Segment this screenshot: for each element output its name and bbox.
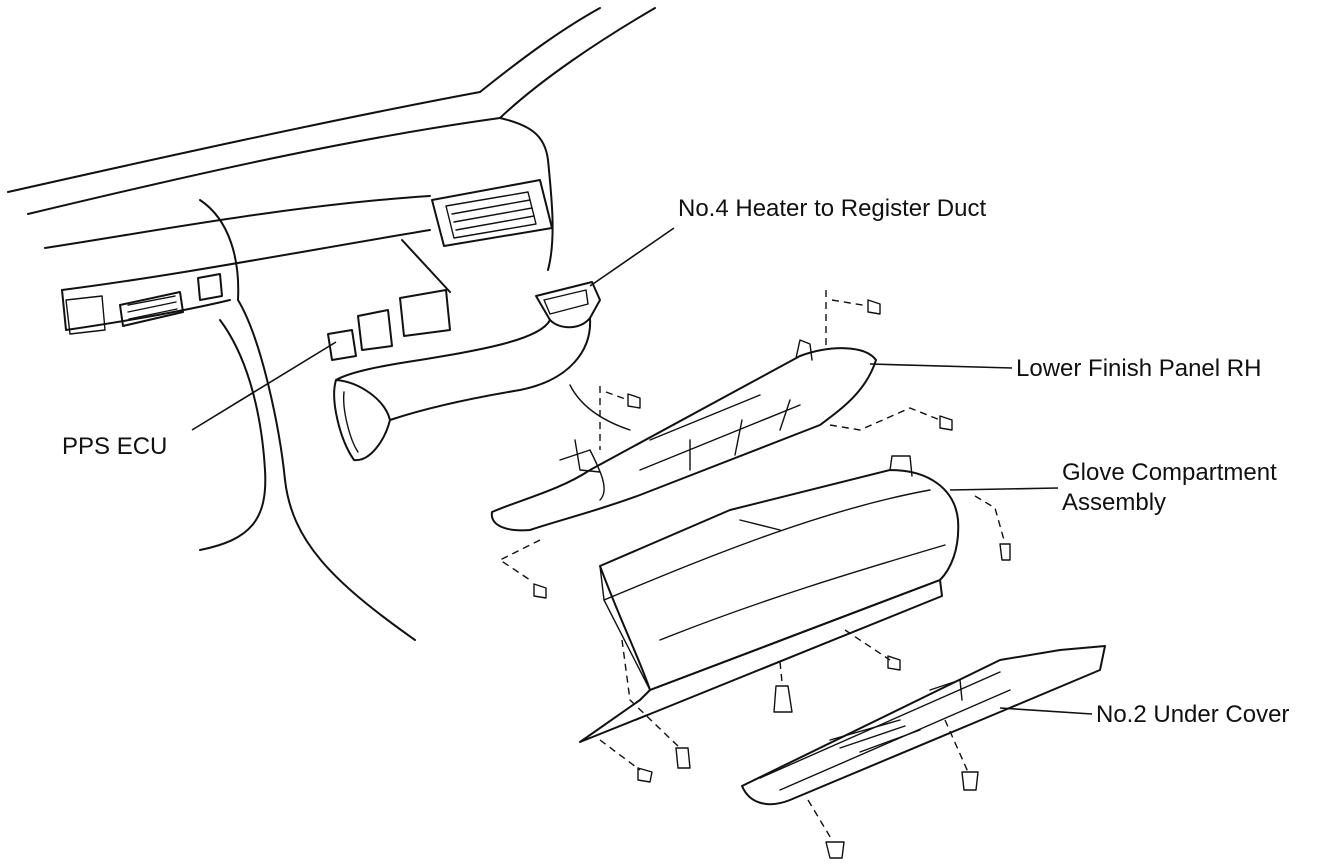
- instrument-panel: [7, 7, 656, 641]
- lower-finish-panel: [490, 339, 877, 532]
- label-heater-register-duct: No.4 Heater to Register Duct: [678, 195, 986, 222]
- fasteners: [498, 290, 1011, 859]
- heater-register-duct: [333, 281, 631, 462]
- label-glove-compartment-line1: Glove Compartment: [1062, 459, 1277, 486]
- label-pps-ecu: PPS ECU: [62, 433, 167, 460]
- label-lower-finish-panel: Lower Finish Panel RH: [1016, 355, 1261, 382]
- leader-lines: [191, 227, 1093, 715]
- glove-compartment: [579, 455, 960, 743]
- label-under-cover: No.2 Under Cover: [1096, 701, 1289, 728]
- label-glove-compartment-line2: Assembly: [1062, 489, 1166, 516]
- under-cover: [741, 645, 1106, 806]
